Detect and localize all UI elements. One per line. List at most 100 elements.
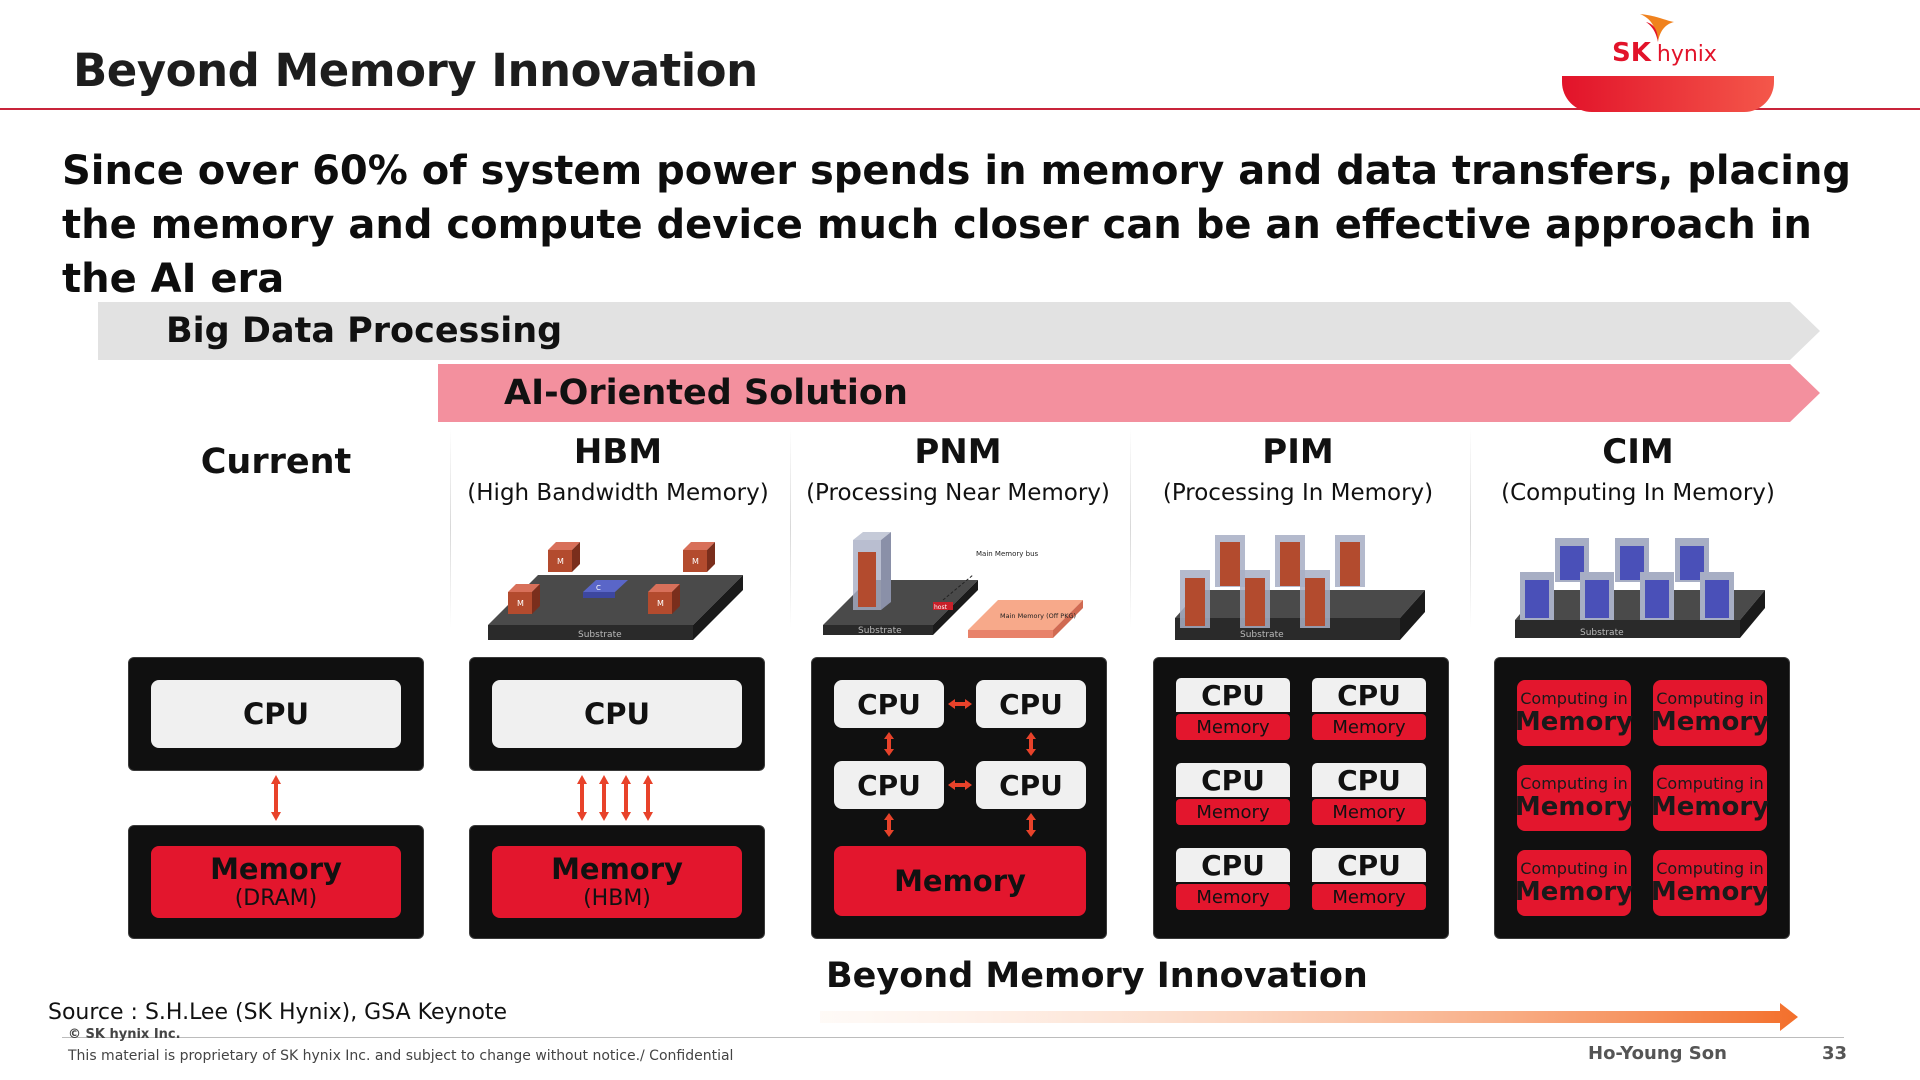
cim-big-label: Memory: [1514, 792, 1634, 822]
c-label: C: [596, 584, 601, 592]
cim-block: Computing in Memory Computing in Memory …: [1494, 657, 1790, 939]
ai-oriented-band: AI-Oriented Solution: [438, 364, 1820, 422]
innovation-arrow-icon: [820, 1003, 1798, 1031]
memory-stack: M: [648, 584, 680, 614]
main-memory-bus-label: Main Memory bus: [976, 550, 1039, 558]
hbm-memory-block: Memory (HBM): [469, 825, 765, 939]
cpu-chip: CPU: [1312, 678, 1426, 712]
cim-cell: Computing in Memory: [1514, 850, 1634, 916]
big-data-band: Big Data Processing: [98, 302, 1820, 360]
title-rule: [0, 108, 1920, 110]
data-transfer-arrow-icon: [271, 775, 281, 821]
m-label: M: [657, 599, 664, 608]
sk-logo-bird-icon: [1640, 14, 1674, 42]
hbm-package-illustration: Substrate M M M M C: [488, 542, 743, 640]
main-memory-off-pkg-label: Main Memory (Off PKG): [1000, 612, 1076, 620]
data-transfer-arrow-icon: [577, 775, 587, 821]
author-name: Ho-Young Son: [1588, 1043, 1727, 1064]
memory-label: Memory: [210, 852, 342, 886]
column-divider: [1130, 428, 1131, 628]
cim-small-label: Computing in: [1520, 859, 1628, 878]
column-subtitle-cim: (Computing In Memory): [1501, 480, 1775, 506]
memory-chip: Memory (DRAM): [151, 846, 401, 918]
cpu-chip: CPU: [834, 761, 944, 809]
memory-tag: Memory: [1176, 799, 1290, 825]
pim-block: CPU Memory CPU Memory CPU Memory CPU Mem…: [1153, 657, 1449, 939]
cpu-link-arrow-icon: [884, 732, 894, 756]
cim-cell: Computing in Memory: [1650, 850, 1770, 916]
memory-chip: Memory (HBM): [492, 846, 742, 918]
memory-label: Memory: [894, 864, 1026, 898]
cpu-chip: CPU: [976, 761, 1086, 809]
substrate-label: Substrate: [1240, 630, 1284, 640]
column-divider: [1470, 428, 1471, 628]
memory-tag: Memory: [1312, 714, 1426, 740]
cpu-chip: CPU: [151, 680, 401, 748]
cpu-link-arrow-icon: [948, 780, 972, 790]
memory-label: Memory: [551, 852, 683, 886]
cpu-chip: CPU: [1312, 763, 1426, 797]
cim-small-label: Computing in: [1656, 859, 1764, 878]
substrate-label: Substrate: [858, 626, 902, 636]
column-head-pnm: PNM (Processing Near Memory): [790, 428, 1126, 510]
column-title-cim: CIM: [1602, 432, 1674, 472]
cim-small-label: Computing in: [1520, 689, 1628, 708]
logo-brand: SK: [1612, 38, 1651, 68]
memory-type-label: (HBM): [583, 886, 651, 911]
pnm-package-illustration: Substrate host Main Memory bus Main Memo…: [823, 532, 1083, 638]
column-divider: [790, 428, 791, 628]
cim-big-label: Memory: [1650, 877, 1770, 907]
column-subtitle-hbm: (High Bandwidth Memory): [467, 480, 769, 506]
column-title-pim: PIM: [1262, 432, 1334, 472]
ai-oriented-label: AI-Oriented Solution: [504, 373, 908, 413]
memory-type-label: (DRAM): [234, 886, 318, 911]
memory-stack: M: [508, 584, 540, 614]
memory-tag: Memory: [1176, 884, 1290, 910]
memory-stack: M: [548, 542, 580, 572]
cim-small-label: Computing in: [1656, 774, 1764, 793]
cim-big-label: Memory: [1650, 707, 1770, 737]
column-divider: [450, 428, 451, 628]
pim-package-illustration: Substrate: [1175, 535, 1425, 640]
pnm-block: CPU CPU CPU CPU Memory: [811, 657, 1107, 939]
beyond-memory-label: Beyond Memory Innovation: [826, 956, 1368, 996]
memory-stack: M: [683, 542, 715, 572]
page-number: 33: [1822, 1043, 1848, 1064]
cim-stack-row: [1520, 538, 1734, 620]
pim-stack-row: [1180, 535, 1365, 628]
data-transfer-arrow-icon: [643, 775, 653, 821]
memory-link-arrow-icon: [1026, 813, 1036, 837]
cim-cell: Computing in Memory: [1514, 680, 1634, 746]
cim-cell: Computing in Memory: [1650, 680, 1770, 746]
cim-big-label: Memory: [1514, 877, 1634, 907]
current-cpu-block: CPU: [128, 657, 424, 771]
headline: Since over 60% of system power spends in…: [62, 148, 1852, 302]
hbm-cpu-block: CPU: [469, 657, 765, 771]
source-citation: Source : S.H.Lee (SK Hynix), GSA Keynote: [48, 1000, 508, 1025]
cim-package-illustration: Substrate: [1515, 538, 1765, 638]
substrate-label: Substrate: [578, 630, 622, 640]
current-memory-block: Memory (DRAM): [128, 825, 424, 939]
cpu-chip: CPU: [1176, 678, 1290, 712]
cim-big-label: Memory: [1650, 792, 1770, 822]
column-head-hbm: HBM (High Bandwidth Memory): [450, 428, 786, 510]
cpu-chip: CPU: [976, 680, 1086, 728]
bus-line: [942, 574, 974, 601]
cpu-chip: CPU: [492, 680, 742, 748]
column-subtitle-pnm: (Processing Near Memory): [806, 480, 1110, 506]
column-head-cim: CIM (Computing In Memory): [1470, 428, 1806, 510]
cpu-chip: CPU: [1312, 848, 1426, 882]
cpu-chip: CPU: [1176, 763, 1290, 797]
cim-cell: Computing in Memory: [1650, 765, 1770, 831]
column-subtitle-pim: (Processing In Memory): [1162, 480, 1434, 506]
slide-title: Beyond Memory Innovation: [73, 44, 758, 97]
column-title-pnm: PNM: [914, 432, 1002, 472]
cim-big-label: Memory: [1514, 707, 1634, 737]
big-data-label: Big Data Processing: [166, 311, 563, 351]
footer-rule: [62, 1037, 1844, 1038]
memory-tag: Memory: [1176, 714, 1290, 740]
cpu-chip: CPU: [1176, 848, 1290, 882]
memory-stack: [853, 532, 891, 610]
host-die: [933, 602, 953, 610]
